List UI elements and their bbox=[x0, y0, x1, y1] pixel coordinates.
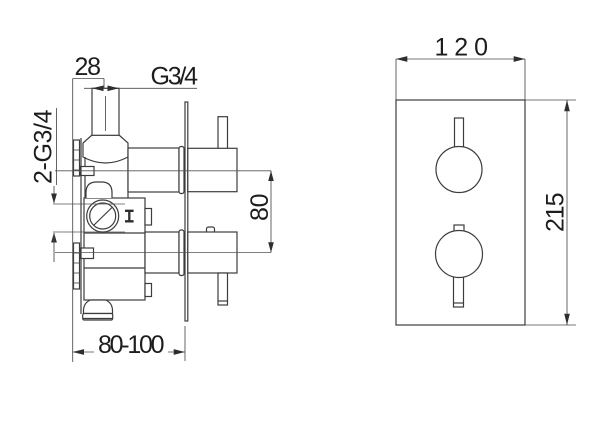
outlet-pipe-union bbox=[82, 134, 129, 164]
body-dome-cap bbox=[85, 181, 113, 198]
dimension-port-spacing: 80 bbox=[246, 170, 274, 253]
dim-label-install-depth: 80-100 bbox=[98, 331, 164, 359]
dim-label-port-spacing: 80 bbox=[246, 194, 274, 221]
bottom-outlet-boot bbox=[82, 299, 114, 315]
dim-label-plate-width: 120 bbox=[435, 34, 488, 62]
body-tab-lower bbox=[144, 282, 153, 298]
side-inlet-port bbox=[86, 199, 120, 233]
knob-bottom bbox=[434, 224, 484, 308]
plate-flange-top bbox=[178, 145, 185, 195]
front-view: 120 215 bbox=[395, 34, 576, 326]
mounting-lug-bottom bbox=[79, 247, 95, 260]
hot-side-marking bbox=[125, 209, 134, 223]
knob-bottom-circle bbox=[434, 229, 484, 279]
knob-top bbox=[435, 117, 483, 194]
dimension-plate-width: 120 bbox=[395, 34, 526, 100]
dim-label-inlet-threads: 2-G3/4 bbox=[30, 109, 58, 184]
dimension-plate-height: 215 bbox=[525, 99, 576, 326]
dim-label-plate-height: 215 bbox=[542, 193, 570, 232]
dimension-inlet-threads: 2-G3/4 bbox=[30, 108, 58, 262]
handle-lever-bottom-side bbox=[217, 272, 229, 306]
handle-lever-top-side bbox=[217, 116, 229, 150]
dim-label-pipe-od: 28 bbox=[75, 53, 101, 81]
knob-bottom-lever bbox=[452, 273, 465, 308]
dim-label-outlet-thread: G3/4 bbox=[151, 63, 199, 91]
handle-hub-top bbox=[187, 147, 238, 193]
knob-top-circle bbox=[435, 145, 483, 194]
dimension-pipe-od: 28 bbox=[72, 53, 197, 362]
mounting-bracket bbox=[72, 138, 82, 314]
trim-plate-edge bbox=[184, 101, 189, 322]
dimension-install-depth: 80-100 bbox=[72, 326, 186, 361]
body-tab-mid bbox=[144, 207, 153, 226]
cartridge-housing-top bbox=[127, 147, 180, 193]
side-view: 28 G3/4 2-G3/4 80 80-100 bbox=[30, 53, 274, 362]
